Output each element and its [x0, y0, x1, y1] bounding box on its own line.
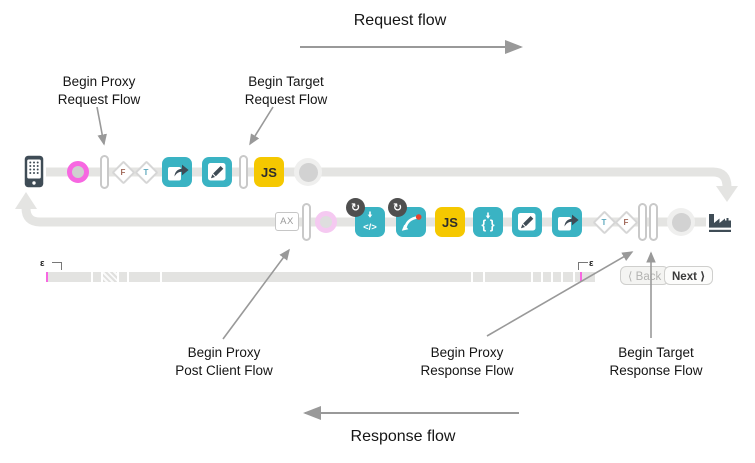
timeline-cursor-tick[interactable] — [580, 272, 582, 282]
client-phone-icon[interactable] — [24, 155, 44, 188]
timeline-segment[interactable] — [582, 272, 595, 282]
rotate-glyph: ↻ — [392, 202, 403, 214]
condition-true-label: T — [601, 217, 607, 227]
svg-text:{ }: { } — [481, 218, 494, 232]
annotation-line: Begin Proxy — [62, 74, 136, 89]
svg-text:</>: </> — [363, 222, 377, 233]
share-arrow-icon — [558, 214, 579, 231]
annotation-line: Begin Proxy — [187, 345, 261, 360]
loop-badge-icon: ↻ — [388, 198, 407, 217]
js-label: JS — [442, 214, 458, 230]
annotation-begin-proxy-response: Begin Proxy Response Flow — [398, 344, 536, 379]
epsilon-right-marker: ε — [589, 258, 594, 269]
target-response-flow-divider[interactable] — [649, 203, 658, 241]
condition-step-true[interactable]: T — [591, 209, 617, 235]
route-arrow-icon — [401, 214, 422, 231]
timeline-segment[interactable] — [119, 272, 127, 282]
callout-policy-step[interactable] — [552, 207, 582, 237]
condition-step-false[interactable]: F — [110, 159, 136, 185]
assign-message-policy-step[interactable] — [202, 157, 232, 187]
timeline-segment[interactable] — [553, 272, 561, 282]
timeline-segment[interactable] — [93, 272, 101, 282]
timeline-segment[interactable] — [473, 272, 483, 282]
annotation-begin-target-request: Begin Target Request Flow — [227, 73, 345, 108]
back-button[interactable]: ⟨ Back — [620, 266, 670, 285]
javascript-policy-step[interactable]: JS — [254, 157, 284, 187]
post-client-flow-divider[interactable] — [302, 203, 311, 241]
epsilon-left-marker: ε — [40, 258, 45, 269]
annotation-begin-target-response: Begin Target Response Flow — [587, 344, 725, 379]
next-button-label: Next ⟩ — [672, 270, 706, 283]
target-backend-factory-icon[interactable] — [707, 210, 733, 234]
json-policy-step[interactable]: { } — [473, 207, 503, 237]
condition-true-label: T — [143, 167, 149, 177]
client-response-marker[interactable] — [315, 211, 337, 233]
ax-label: AX — [280, 216, 294, 227]
timeline-segment[interactable] — [48, 272, 91, 282]
annotation-begin-proxy-request: Begin Proxy Request Flow — [40, 73, 158, 108]
proxy-endpoint-marker[interactable] — [67, 161, 89, 183]
annotation-begin-proxy-post-client: Begin Proxy Post Client Flow — [155, 344, 293, 379]
loop-badge-icon: ↻ — [346, 198, 365, 217]
annotation-line: Response Flow — [420, 362, 514, 378]
left-bracket-mark — [52, 262, 62, 270]
annotation-line: Post Client Flow — [175, 362, 273, 378]
back-button-label: ⟨ Back — [628, 270, 662, 283]
annotation-line: Begin Target — [618, 345, 694, 360]
analytics-step[interactable]: AX — [275, 212, 299, 231]
timeline-segment[interactable] — [563, 272, 573, 282]
assign-message-policy-step[interactable] — [512, 207, 542, 237]
annotation-line: Response Flow — [609, 362, 703, 378]
proxy-request-flow-divider[interactable] — [100, 155, 109, 189]
rotate-glyph: ↻ — [350, 202, 361, 214]
request-pipe — [46, 167, 732, 188]
request-flow-heading: Request flow — [353, 12, 447, 29]
endpoint-core — [671, 212, 691, 232]
pencil-icon — [518, 213, 536, 231]
next-button[interactable]: Next ⟩ — [664, 266, 714, 285]
condition-step-false[interactable]: F — [613, 209, 639, 235]
callout-policy-step[interactable] — [162, 157, 192, 187]
timeline-segment[interactable] — [129, 272, 160, 282]
target-request-flow-divider[interactable] — [239, 155, 248, 189]
timeline-segment[interactable] — [485, 272, 531, 282]
pencil-icon — [208, 163, 226, 181]
request-sent-marker[interactable] — [294, 158, 322, 186]
right-bracket-mark — [578, 262, 588, 270]
response-pipe-arrowhead — [15, 192, 37, 209]
response-received-marker[interactable] — [667, 208, 695, 236]
code-icon: </> — [363, 211, 377, 233]
annotation-line: Begin Target — [248, 74, 324, 89]
timeline-segment[interactable] — [543, 272, 551, 282]
response-flow-heading: Response flow — [350, 428, 456, 445]
annotation-line: Request Flow — [244, 91, 328, 107]
request-pipe-arrowhead — [716, 186, 738, 202]
condition-step-true[interactable]: T — [133, 159, 159, 185]
endpoint-core — [298, 162, 318, 182]
share-arrow-icon — [168, 164, 189, 181]
javascript-policy-step[interactable]: JS — [435, 207, 465, 237]
condition-false-label: F — [120, 167, 126, 177]
condition-false-label: F — [623, 217, 629, 227]
js-label: JS — [261, 164, 277, 180]
response-pipe — [21, 207, 706, 227]
timeline-segment[interactable] — [103, 272, 117, 282]
timeline-segment[interactable] — [162, 272, 471, 282]
braces-icon: { } — [481, 212, 495, 232]
proxy-response-flow-divider[interactable] — [638, 203, 647, 241]
timeline-segment[interactable] — [533, 272, 541, 282]
annotation-line: Begin Proxy — [430, 345, 504, 360]
annotation-line: Request Flow — [57, 91, 141, 107]
timeline-cursor-tick[interactable] — [46, 272, 48, 282]
